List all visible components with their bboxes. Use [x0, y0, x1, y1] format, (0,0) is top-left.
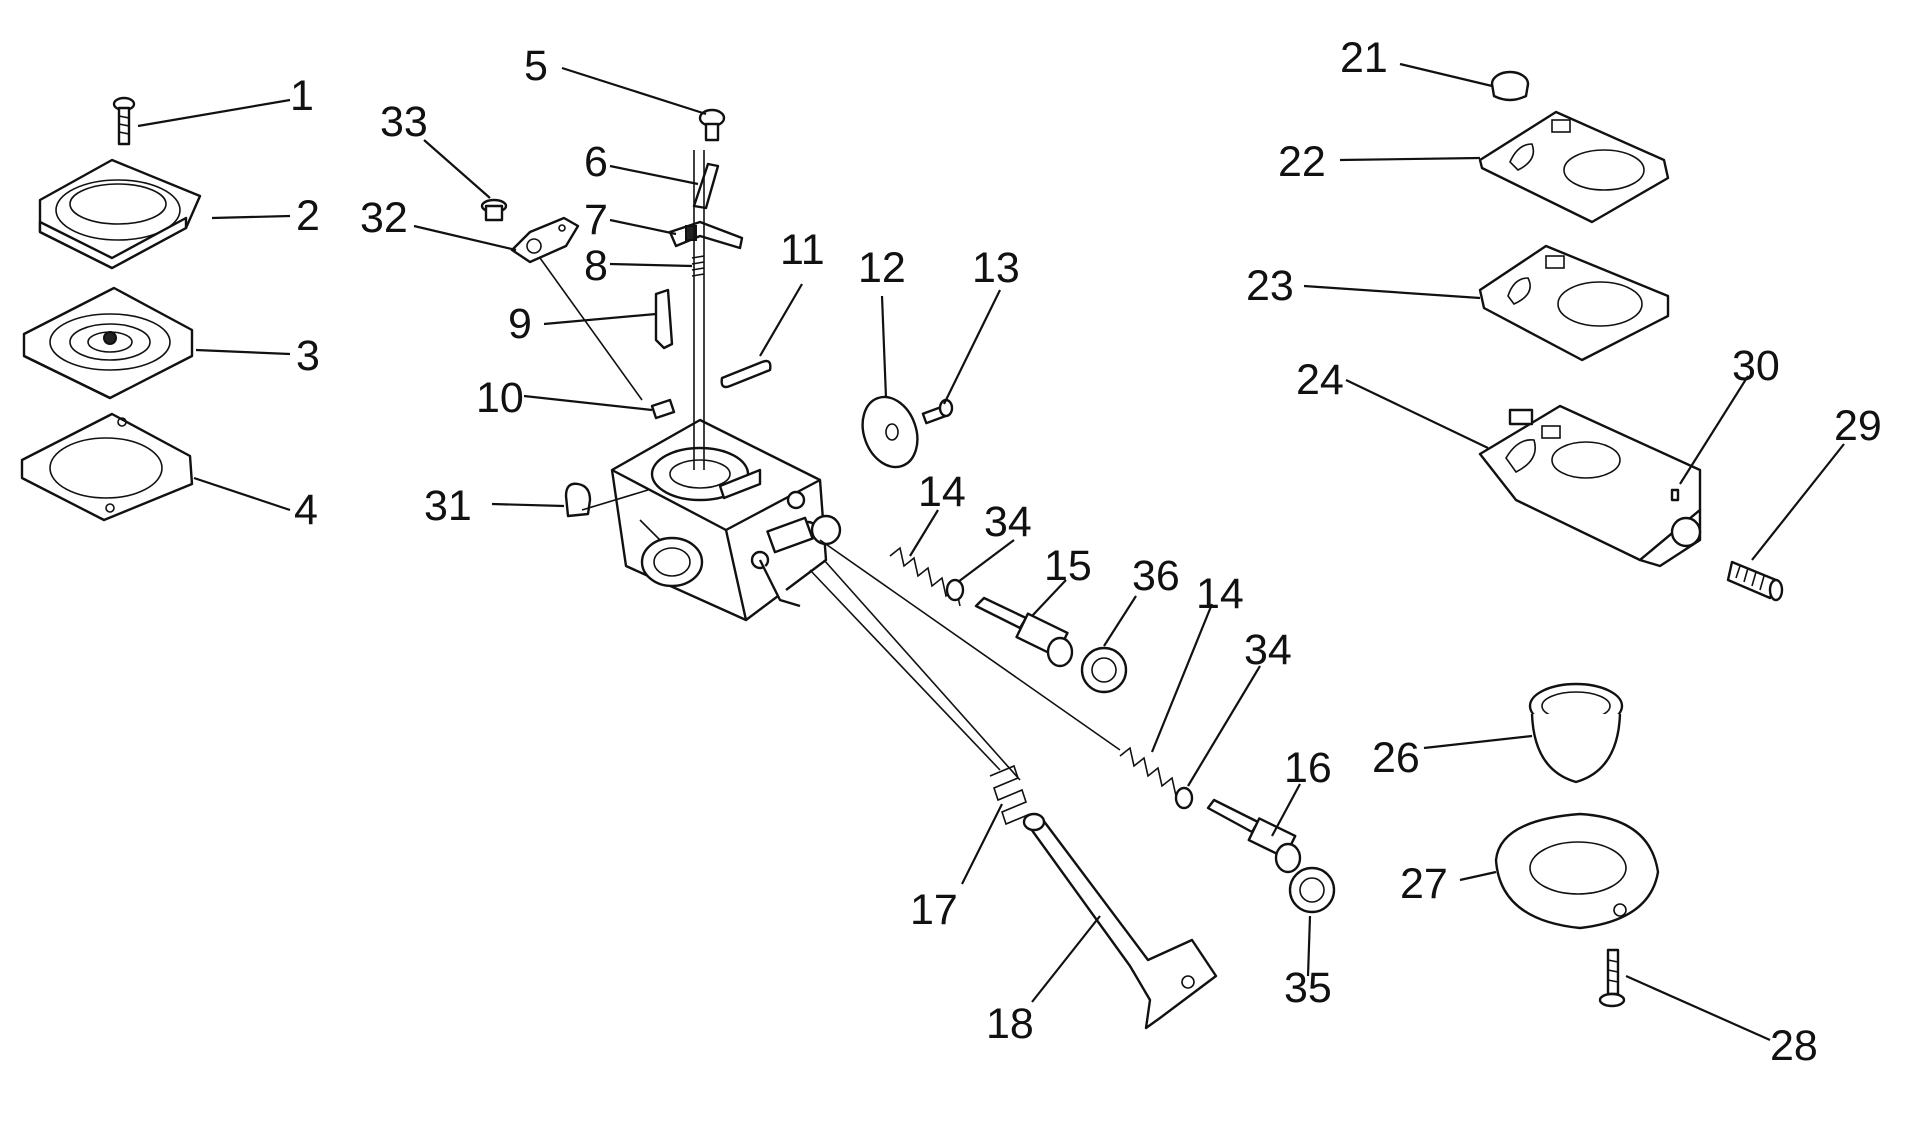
- callout-24: 24: [1296, 356, 1344, 404]
- part-22-gasket: [1478, 110, 1670, 224]
- callout-12: 12: [858, 244, 906, 292]
- callout-5: 5: [524, 42, 548, 90]
- callout-16: 16: [1284, 744, 1332, 792]
- callout-17: 17: [910, 886, 958, 934]
- callout-33: 33: [380, 98, 428, 146]
- part-3-diaphragm: [22, 286, 194, 400]
- callout-34b: 34: [1244, 626, 1292, 674]
- part-26-primer-bulb: [1528, 682, 1624, 784]
- callout-8: 8: [584, 242, 608, 290]
- callout-6: 6: [584, 138, 608, 186]
- part-23-diaphragm: [1478, 244, 1670, 362]
- assembly-axis-line: [539, 257, 643, 401]
- callout-21: 21: [1340, 34, 1388, 82]
- callout-3: 3: [296, 332, 320, 380]
- callout-29: 29: [1834, 402, 1882, 450]
- part-10-clip: [650, 398, 676, 420]
- callout-27: 27: [1400, 860, 1448, 908]
- callout-22: 22: [1278, 138, 1326, 186]
- part-8-spring: [691, 255, 705, 277]
- part-31-cap: [564, 482, 592, 518]
- callout-18: 18: [986, 1000, 1034, 1048]
- callout-36: 36: [1132, 552, 1180, 600]
- callout-13: 13: [972, 244, 1020, 292]
- callout-15: 15: [1044, 542, 1092, 590]
- part-24-pump-body: [1478, 404, 1702, 568]
- part-5-screw: [698, 108, 726, 142]
- callout-34a: 34: [984, 498, 1032, 546]
- part-30-pin: [1670, 488, 1680, 502]
- part-11-pin: [720, 359, 772, 389]
- part-2-cover: [38, 158, 202, 270]
- callout-4: 4: [294, 486, 318, 534]
- part-17-spring: [989, 764, 1031, 826]
- callout-7: 7: [584, 196, 608, 244]
- part-7-lever: [668, 220, 744, 250]
- part-6-pin: [692, 162, 720, 210]
- part-4-gasket: [20, 412, 194, 522]
- callout-31: 31: [424, 482, 472, 530]
- part-13-screw: [921, 398, 954, 425]
- callout-14a: 14: [918, 468, 966, 516]
- part-28-screw: [1598, 948, 1626, 1008]
- part-21-cap: [1490, 70, 1530, 102]
- part-9-needle: [654, 288, 674, 350]
- callout-1: 1: [290, 72, 314, 120]
- part-33-screw: [480, 198, 508, 222]
- callout-26: 26: [1372, 734, 1420, 782]
- part-36-limiter-cap: [1080, 646, 1128, 694]
- part-18-lever: [1022, 812, 1218, 1030]
- part-carburetor-body: [610, 418, 842, 622]
- leader-lines: [137, 62, 1845, 1042]
- part-12-disc: [861, 395, 919, 469]
- part-32-plate: [510, 216, 580, 264]
- part-35-limiter-cap: [1288, 866, 1336, 914]
- callout-23: 23: [1246, 262, 1294, 310]
- callout-28: 28: [1770, 1022, 1818, 1070]
- part-1-screw: [112, 96, 136, 146]
- assembly-axis-line: [809, 569, 1001, 771]
- part-27-retainer: [1494, 812, 1660, 930]
- callout-14b: 14: [1196, 570, 1244, 618]
- callout-32: 32: [360, 194, 408, 242]
- assembly-axis-line: [819, 539, 1121, 751]
- part-34b-oring: [1174, 786, 1194, 810]
- callout-11: 11: [780, 226, 825, 274]
- callout-labels: 1 2 3 4 5 6 7 8 9 10 11 12 13 14 14 15 1…: [290, 34, 1882, 1070]
- callout-35: 35: [1284, 964, 1332, 1012]
- callout-10: 10: [476, 374, 524, 422]
- part-15-needle-screw: [974, 596, 1074, 668]
- part-16-needle-screw: [1206, 798, 1302, 874]
- callout-2: 2: [296, 192, 320, 240]
- part-34a-oring: [945, 578, 965, 602]
- assembly-axis-line: [823, 559, 1021, 781]
- callout-9: 9: [508, 300, 532, 348]
- part-29-screw: [1726, 560, 1784, 602]
- callout-30: 30: [1732, 342, 1780, 390]
- assembly-axis-line: [581, 489, 649, 511]
